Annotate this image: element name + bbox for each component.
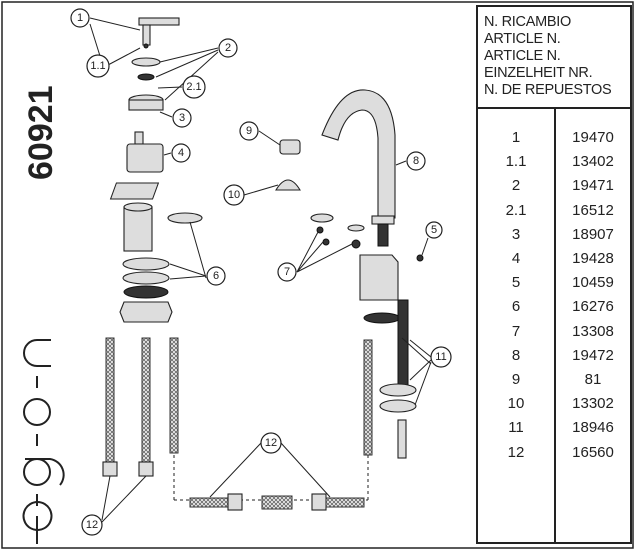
svg-text:10: 10 [228, 189, 240, 201]
item-number: 12 [507, 443, 525, 461]
callout-8: 8 [406, 151, 426, 171]
svg-text:12: 12 [86, 519, 98, 531]
table-row: 8 19472 [478, 347, 630, 371]
table-row: 2.1 16512 [478, 202, 630, 226]
table-row: 1.1 13402 [478, 153, 630, 177]
callout-1: 1 [70, 8, 90, 28]
cartridge [126, 143, 164, 173]
article-code: 19472 [572, 346, 614, 364]
svg-text:11: 11 [435, 351, 446, 363]
item-number: 6 [511, 298, 521, 316]
article-code: 19471 [572, 177, 614, 195]
table-row: 2 19471 [478, 177, 630, 201]
header-line: EINZELHEIT NR. [484, 65, 593, 81]
item-number: 7 [511, 322, 521, 340]
callout-7: 7 [277, 262, 297, 282]
article-code: 81 [584, 371, 602, 388]
leader-lines [89, 17, 432, 523]
spare-parts-table: N. RICAMBIO ARTICLE N. ARTICLE N. EINZEL… [476, 5, 632, 544]
table-row: 12 16560 [478, 444, 630, 468]
item-number: 11 [508, 419, 524, 437]
header-line: ARTICLE N. [484, 31, 561, 47]
column-divider [554, 109, 556, 542]
model-number: 60921 [22, 85, 60, 180]
table-row: 3 18907 [478, 226, 630, 250]
table-row: 4 19428 [478, 250, 630, 274]
svg-text:5: 5 [431, 224, 437, 236]
table-header: N. RICAMBIO ARTICLE N. ARTICLE N. EINZEL… [478, 7, 630, 109]
callout-10: 10 [223, 184, 245, 206]
callout-12-bottom: 12 [81, 514, 103, 536]
callout-12-top: 12 [260, 432, 282, 454]
callout-1-1: 1.1 [86, 54, 110, 78]
cartridge-assembly [109, 17, 203, 323]
table-row: 10 13302 [478, 395, 630, 419]
header-line: N. RICAMBIO [484, 14, 571, 30]
article-code: 13302 [572, 395, 614, 413]
callout-9: 9 [239, 121, 259, 141]
svg-text:8: 8 [413, 155, 419, 167]
item-number: 1 [511, 129, 521, 146]
table-row: 6 16276 [478, 298, 630, 322]
svg-text:1.1: 1.1 [90, 60, 105, 72]
item-number: 2 [511, 177, 521, 195]
item-number: 2.1 [505, 201, 527, 219]
item-number: 3 [511, 225, 521, 243]
callout-2: 2 [218, 38, 238, 58]
svg-text:9: 9 [246, 125, 252, 137]
item-number: 1.1 [505, 153, 527, 171]
spout [321, 89, 424, 459]
svg-text:3: 3 [179, 112, 185, 124]
square-plate [109, 182, 160, 200]
svg-text:2.1: 2.1 [186, 81, 201, 93]
table-row: 11 18946 [478, 419, 630, 443]
article-code: 19470 [572, 129, 614, 146]
table-row: 9 81 [478, 371, 630, 395]
table-row: 7 13308 [478, 323, 630, 347]
svg-text:6: 6 [213, 270, 219, 282]
article-code: 13308 [572, 322, 614, 340]
svg-text:1: 1 [77, 12, 83, 24]
article-code: 13402 [572, 153, 614, 171]
article-code: 19428 [572, 250, 614, 267]
callout-11: 11 [430, 346, 452, 368]
table-row: 1 19470 [478, 129, 630, 153]
article-code: 18946 [572, 419, 614, 437]
article-code: 10459 [572, 274, 614, 292]
svg-text:2: 2 [225, 42, 231, 54]
item-number: 10 [507, 395, 525, 413]
svg-text:12: 12 [265, 437, 277, 449]
callout-6: 6 [206, 266, 226, 286]
header-line: ARTICLE N. [484, 48, 561, 64]
handle-lever [138, 17, 180, 26]
supply-hoses [102, 337, 373, 511]
callout-4: 4 [171, 143, 191, 163]
article-code: 18907 [572, 225, 614, 243]
table-body: 1 19470 1.1 13402 2 19471 2.1 16512 3 18907 4 19428… [478, 109, 630, 542]
article-code: 16512 [572, 201, 614, 219]
item-number: 5 [511, 274, 521, 292]
table-row: 5 10459 [478, 274, 630, 298]
brand-logo [22, 339, 65, 544]
svg-text:7: 7 [284, 266, 290, 278]
callout-3: 3 [172, 108, 192, 128]
item-number: 8 [511, 346, 521, 364]
small-parts [275, 139, 365, 249]
header-line: N. DE REPUESTOS [484, 82, 612, 98]
callout-5: 5 [425, 221, 443, 239]
svg-text:4: 4 [178, 147, 184, 159]
callout-2-1: 2.1 [182, 75, 206, 99]
item-number: 4 [511, 250, 521, 267]
article-code: 16560 [572, 443, 614, 461]
spout-base [359, 254, 399, 301]
article-code: 16276 [572, 298, 614, 316]
item-number: 9 [511, 371, 521, 388]
